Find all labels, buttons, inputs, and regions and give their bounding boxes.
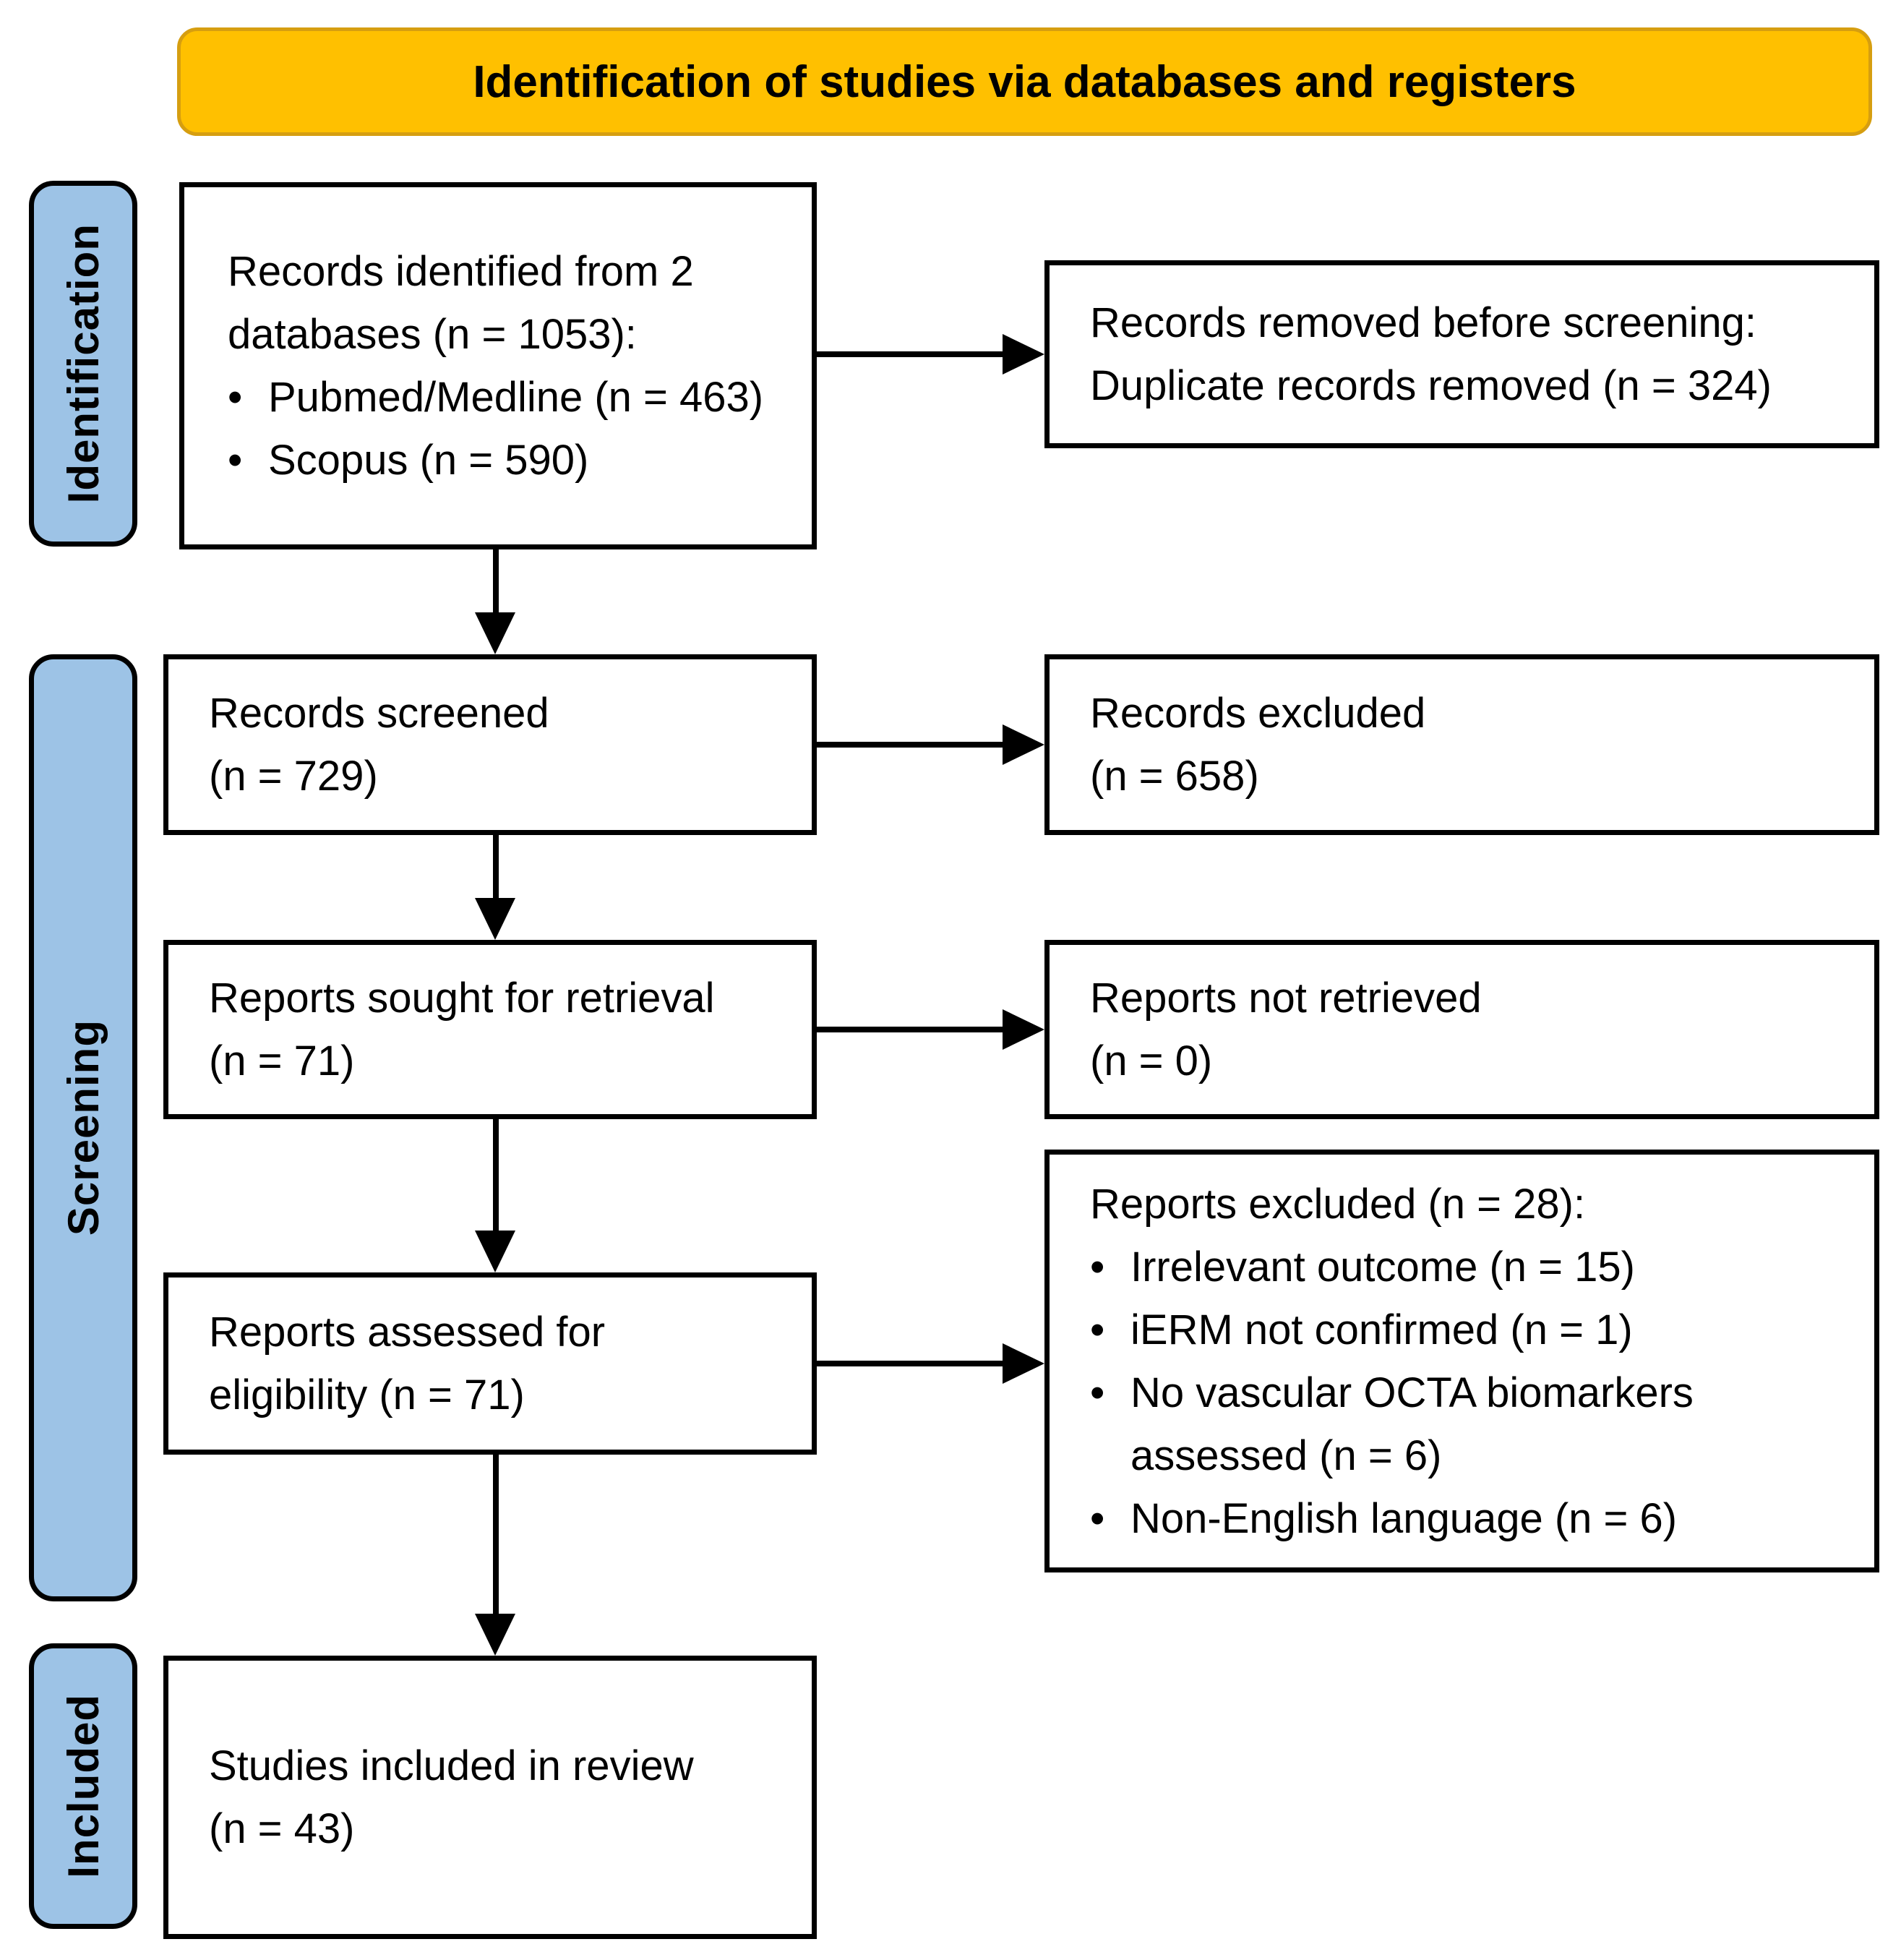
box-records-removed-line2: Duplicate records removed (n = 324) bbox=[1090, 362, 1772, 409]
arrow-sought-to-assessed-head bbox=[475, 1231, 515, 1272]
box-records-identified-line1: Records identified from 2 bbox=[228, 248, 694, 295]
box-records-excluded-line1: Records excluded bbox=[1090, 690, 1426, 737]
box-reports-sought: Reports sought for retrieval (n = 71) bbox=[163, 940, 817, 1119]
bullet-irrelevant-outcome: Irrelevant outcome (n = 15) bbox=[1090, 1236, 1817, 1298]
box-reports-excluded: Reports excluded (n = 28): Irrelevant ou… bbox=[1044, 1150, 1879, 1572]
bullet-ierm-not-confirmed: iERM not confirmed (n = 1) bbox=[1090, 1298, 1817, 1361]
box-records-screened-line1: Records screened bbox=[209, 690, 549, 737]
arrow-screened-to-sought-line bbox=[493, 835, 499, 902]
stage-label-screening-text: Screening bbox=[59, 1019, 108, 1236]
stage-label-included: Included bbox=[29, 1643, 137, 1929]
box-records-removed: Records removed before screening: Duplic… bbox=[1044, 260, 1879, 448]
box-reports-sought-line1: Reports sought for retrieval bbox=[209, 975, 715, 1022]
box-studies-included: Studies included in review (n = 43) bbox=[163, 1656, 817, 1939]
box-reports-sought-line2: (n = 71) bbox=[209, 1037, 355, 1084]
arrow-screened-to-sought-head bbox=[475, 898, 515, 940]
arrow-identified-to-removed-head bbox=[1003, 334, 1044, 375]
box-reports-excluded-bullets: Irrelevant outcome (n = 15) iERM not con… bbox=[1090, 1236, 1853, 1550]
bullet-no-octa-biomarkers: No vascular OCTA biomarkers assessed (n … bbox=[1090, 1361, 1817, 1487]
box-records-screened-line2: (n = 729) bbox=[209, 753, 378, 800]
arrow-sought-to-assessed-line bbox=[493, 1119, 499, 1233]
box-reports-not-retrieved: Reports not retrieved (n = 0) bbox=[1044, 940, 1879, 1119]
box-records-screened: Records screened (n = 729) bbox=[163, 654, 817, 835]
arrow-assessed-to-included-line bbox=[493, 1455, 499, 1617]
banner: Identification of studies via databases … bbox=[177, 27, 1872, 136]
box-reports-not-retrieved-line2: (n = 0) bbox=[1090, 1037, 1213, 1084]
arrow-identified-to-screened-head bbox=[475, 612, 515, 654]
arrow-sought-to-notretrieved-head bbox=[1003, 1009, 1044, 1050]
box-records-removed-line1: Records removed before screening: bbox=[1090, 299, 1757, 346]
arrow-assessed-to-reportsexcluded-head bbox=[1003, 1343, 1044, 1384]
arrow-assessed-to-included-head bbox=[475, 1614, 515, 1656]
box-records-excluded-line2: (n = 658) bbox=[1090, 753, 1259, 800]
box-reports-assessed: Reports assessed for eligibility (n = 71… bbox=[163, 1272, 817, 1455]
box-records-identified-bullets: Pubmed/Medline (n = 463) Scopus (n = 590… bbox=[228, 366, 790, 492]
arrow-assessed-to-reportsexcluded-line bbox=[817, 1361, 1005, 1366]
box-studies-included-line2: (n = 43) bbox=[209, 1805, 355, 1852]
stage-label-screening: Screening bbox=[29, 654, 137, 1601]
arrow-sought-to-notretrieved-line bbox=[817, 1027, 1005, 1032]
banner-title: Identification of studies via databases … bbox=[473, 56, 1576, 107]
stage-label-included-text: Included bbox=[59, 1694, 108, 1878]
stage-label-identification: Identification bbox=[29, 181, 137, 547]
stage-label-identification-text: Identification bbox=[59, 223, 108, 504]
box-studies-included-line1: Studies included in review bbox=[209, 1742, 694, 1789]
box-reports-excluded-heading: Reports excluded (n = 28): bbox=[1090, 1180, 1586, 1228]
arrow-identified-to-screened-line bbox=[493, 549, 499, 616]
bullet-non-english: Non-English language (n = 6) bbox=[1090, 1487, 1817, 1550]
bullet-pubmed: Pubmed/Medline (n = 463) bbox=[228, 366, 790, 429]
box-records-identified: Records identified from 2 databases (n =… bbox=[179, 182, 817, 549]
box-reports-not-retrieved-line1: Reports not retrieved bbox=[1090, 975, 1482, 1022]
arrow-identified-to-removed-line bbox=[817, 351, 1005, 357]
box-reports-assessed-line1: Reports assessed for bbox=[209, 1309, 606, 1356]
box-records-excluded: Records excluded (n = 658) bbox=[1044, 654, 1879, 835]
arrow-screened-to-excluded-head bbox=[1003, 724, 1044, 765]
box-records-identified-line2: databases (n = 1053): bbox=[228, 311, 637, 358]
bullet-scopus: Scopus (n = 590) bbox=[228, 429, 790, 492]
box-reports-assessed-line2: eligibility (n = 71) bbox=[209, 1371, 525, 1418]
arrow-screened-to-excluded-line bbox=[817, 742, 1005, 748]
